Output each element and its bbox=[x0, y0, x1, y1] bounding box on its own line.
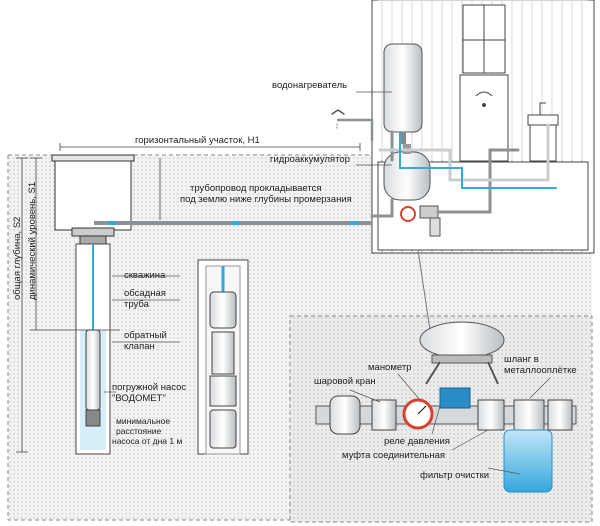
house-pipes bbox=[331, 109, 557, 218]
label-coupling: муфта соединительная bbox=[342, 450, 446, 461]
pump-detail-view bbox=[197, 259, 249, 455]
label-well: скважина bbox=[124, 270, 166, 281]
well-head-box bbox=[51, 154, 135, 245]
detail-panel bbox=[289, 249, 593, 523]
label-horizontal-section: горизонтальный участок, H1 bbox=[135, 135, 260, 146]
label-ball-valve: шаровой кран bbox=[314, 376, 376, 387]
label-total-depth: общая глубина, S2 bbox=[12, 216, 23, 300]
label-min-distance-line1: минимальное bbox=[116, 416, 171, 426]
label-manometer: манометр bbox=[368, 362, 412, 373]
label-pipeline-line1: трубопровод прокладывается bbox=[190, 183, 322, 194]
label-pressure-relay: реле давления bbox=[384, 436, 450, 447]
label-check-valve-line1: обратный bbox=[124, 330, 167, 341]
borehole bbox=[75, 243, 111, 455]
depth-dimension-lines bbox=[16, 143, 361, 453]
label-hose-line2: металлооплётке bbox=[504, 365, 577, 376]
label-filter: фильтр очистки bbox=[420, 470, 490, 481]
label-leader-lines bbox=[104, 91, 551, 475]
label-pump-line1: погружной насос bbox=[112, 382, 187, 393]
accumulator-tank bbox=[383, 144, 441, 237]
label-casing-line1: обсадная bbox=[124, 288, 166, 299]
label-hose-line1: шланг в bbox=[504, 354, 539, 365]
label-min-distance-line3: насоса от дна 1 м bbox=[112, 436, 183, 446]
label-pipeline-line2: под землю ниже глубины промерзания bbox=[180, 194, 352, 205]
water-heater bbox=[383, 43, 423, 144]
label-min-distance-line2: расстояние bbox=[116, 426, 162, 436]
label-dynamic-level: динамический уровень, S1 bbox=[27, 181, 38, 300]
label-casing-line2: труба bbox=[124, 299, 149, 310]
label-check-valve-line2: клапан bbox=[124, 341, 155, 352]
label-accumulator: гидроаккумулятор bbox=[270, 154, 350, 165]
label-water-heater: водонагреватель bbox=[272, 80, 348, 91]
label-pump-line2: "ВОДОМЕТ" bbox=[112, 393, 166, 404]
